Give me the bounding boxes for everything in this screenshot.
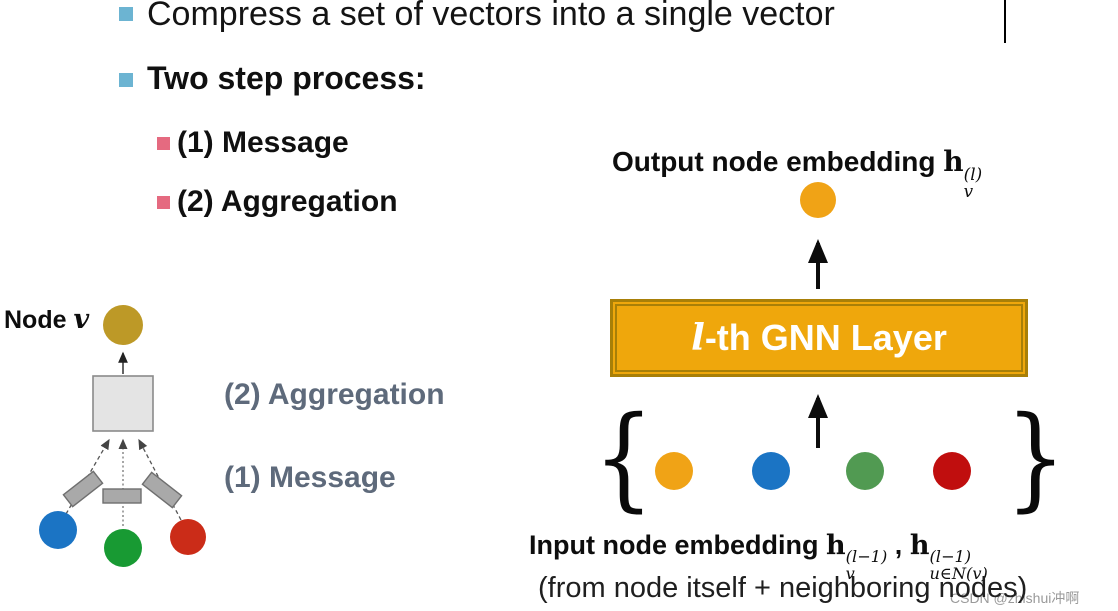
- aggregation-step-label: (2) Aggregation: [224, 378, 445, 411]
- bullet-line-1: Compress a set of vectors into a single …: [147, 0, 835, 33]
- sub-bullet-square-icon: [157, 137, 170, 150]
- output-label-text: Output node embedding: [612, 146, 944, 177]
- node-v-circle: [103, 305, 143, 345]
- output-node-circle: [800, 182, 836, 218]
- input-node-gold: [655, 452, 693, 490]
- input-node-blue: [752, 452, 790, 490]
- bullet-square-icon: [119, 7, 133, 21]
- text-cursor: [1004, 0, 1006, 43]
- sub-bullet-square-icon: [157, 196, 170, 209]
- math-sub: u∈N(v): [929, 564, 988, 584]
- node-v-variable: v: [73, 304, 90, 335]
- output-embedding-label: Output node embedding h(l)v: [612, 145, 982, 201]
- right-brace: }: [1005, 393, 1066, 523]
- node-v-label: Node v: [4, 304, 89, 335]
- math-h: h: [943, 145, 964, 178]
- math-sub: v: [963, 181, 974, 202]
- gnn-layer-label: l-th GNN Layer: [691, 317, 947, 359]
- neighbor-node-blue: [39, 511, 77, 549]
- neighbor-node-red: [170, 519, 206, 555]
- input-node-red: [933, 452, 971, 490]
- message-transform-rect-right: [141, 471, 183, 509]
- math-supsub: (l)v: [963, 163, 983, 202]
- neighbor-node-green: [104, 529, 142, 567]
- node-v-label-prefix: Node: [4, 306, 74, 334]
- message-step-label: (1) Message: [224, 461, 396, 494]
- bullet-line-2: Two step process:: [147, 60, 426, 96]
- gnn-layer-box: l-th GNN Layer: [610, 299, 1028, 377]
- gnn-label-rest: -th GNN Layer: [704, 317, 947, 358]
- math-supsub: (l−1)u∈N(v): [929, 548, 987, 582]
- left-brace: {: [593, 393, 654, 523]
- aggregation-box: [92, 375, 154, 432]
- math-separator: ,: [887, 530, 910, 560]
- sub-bullet-aggregation: (2) Aggregation: [177, 185, 398, 218]
- input-note-label: (from node itself + neighboring nodes): [538, 572, 1028, 604]
- math-h: h: [825, 530, 846, 561]
- input-embedding-label: Input node embedding h(l−1)v , h(l−1)u∈N…: [529, 530, 988, 582]
- watermark: CSDN @zhishui冲啊: [950, 590, 1080, 606]
- math-sup: (l): [963, 163, 983, 184]
- input-label-text: Input node embedding: [529, 530, 826, 560]
- right-diagram-figure: [655, 182, 971, 490]
- message-transform-rect-left: [62, 470, 104, 508]
- math-sup: (l−1): [845, 547, 888, 567]
- math-supsub: (l−1)v: [846, 548, 888, 582]
- bullet-square-icon: [119, 73, 133, 87]
- math-sup: (l−1): [929, 547, 972, 567]
- math-sub: v: [845, 564, 855, 584]
- gnn-label-variable: l: [691, 317, 705, 359]
- sub-bullet-message: (1) Message: [177, 126, 349, 159]
- message-transform-rect-middle: [102, 488, 142, 504]
- input-node-green: [846, 452, 884, 490]
- left-diagram-figure: [39, 305, 206, 567]
- math-h: h: [909, 530, 930, 561]
